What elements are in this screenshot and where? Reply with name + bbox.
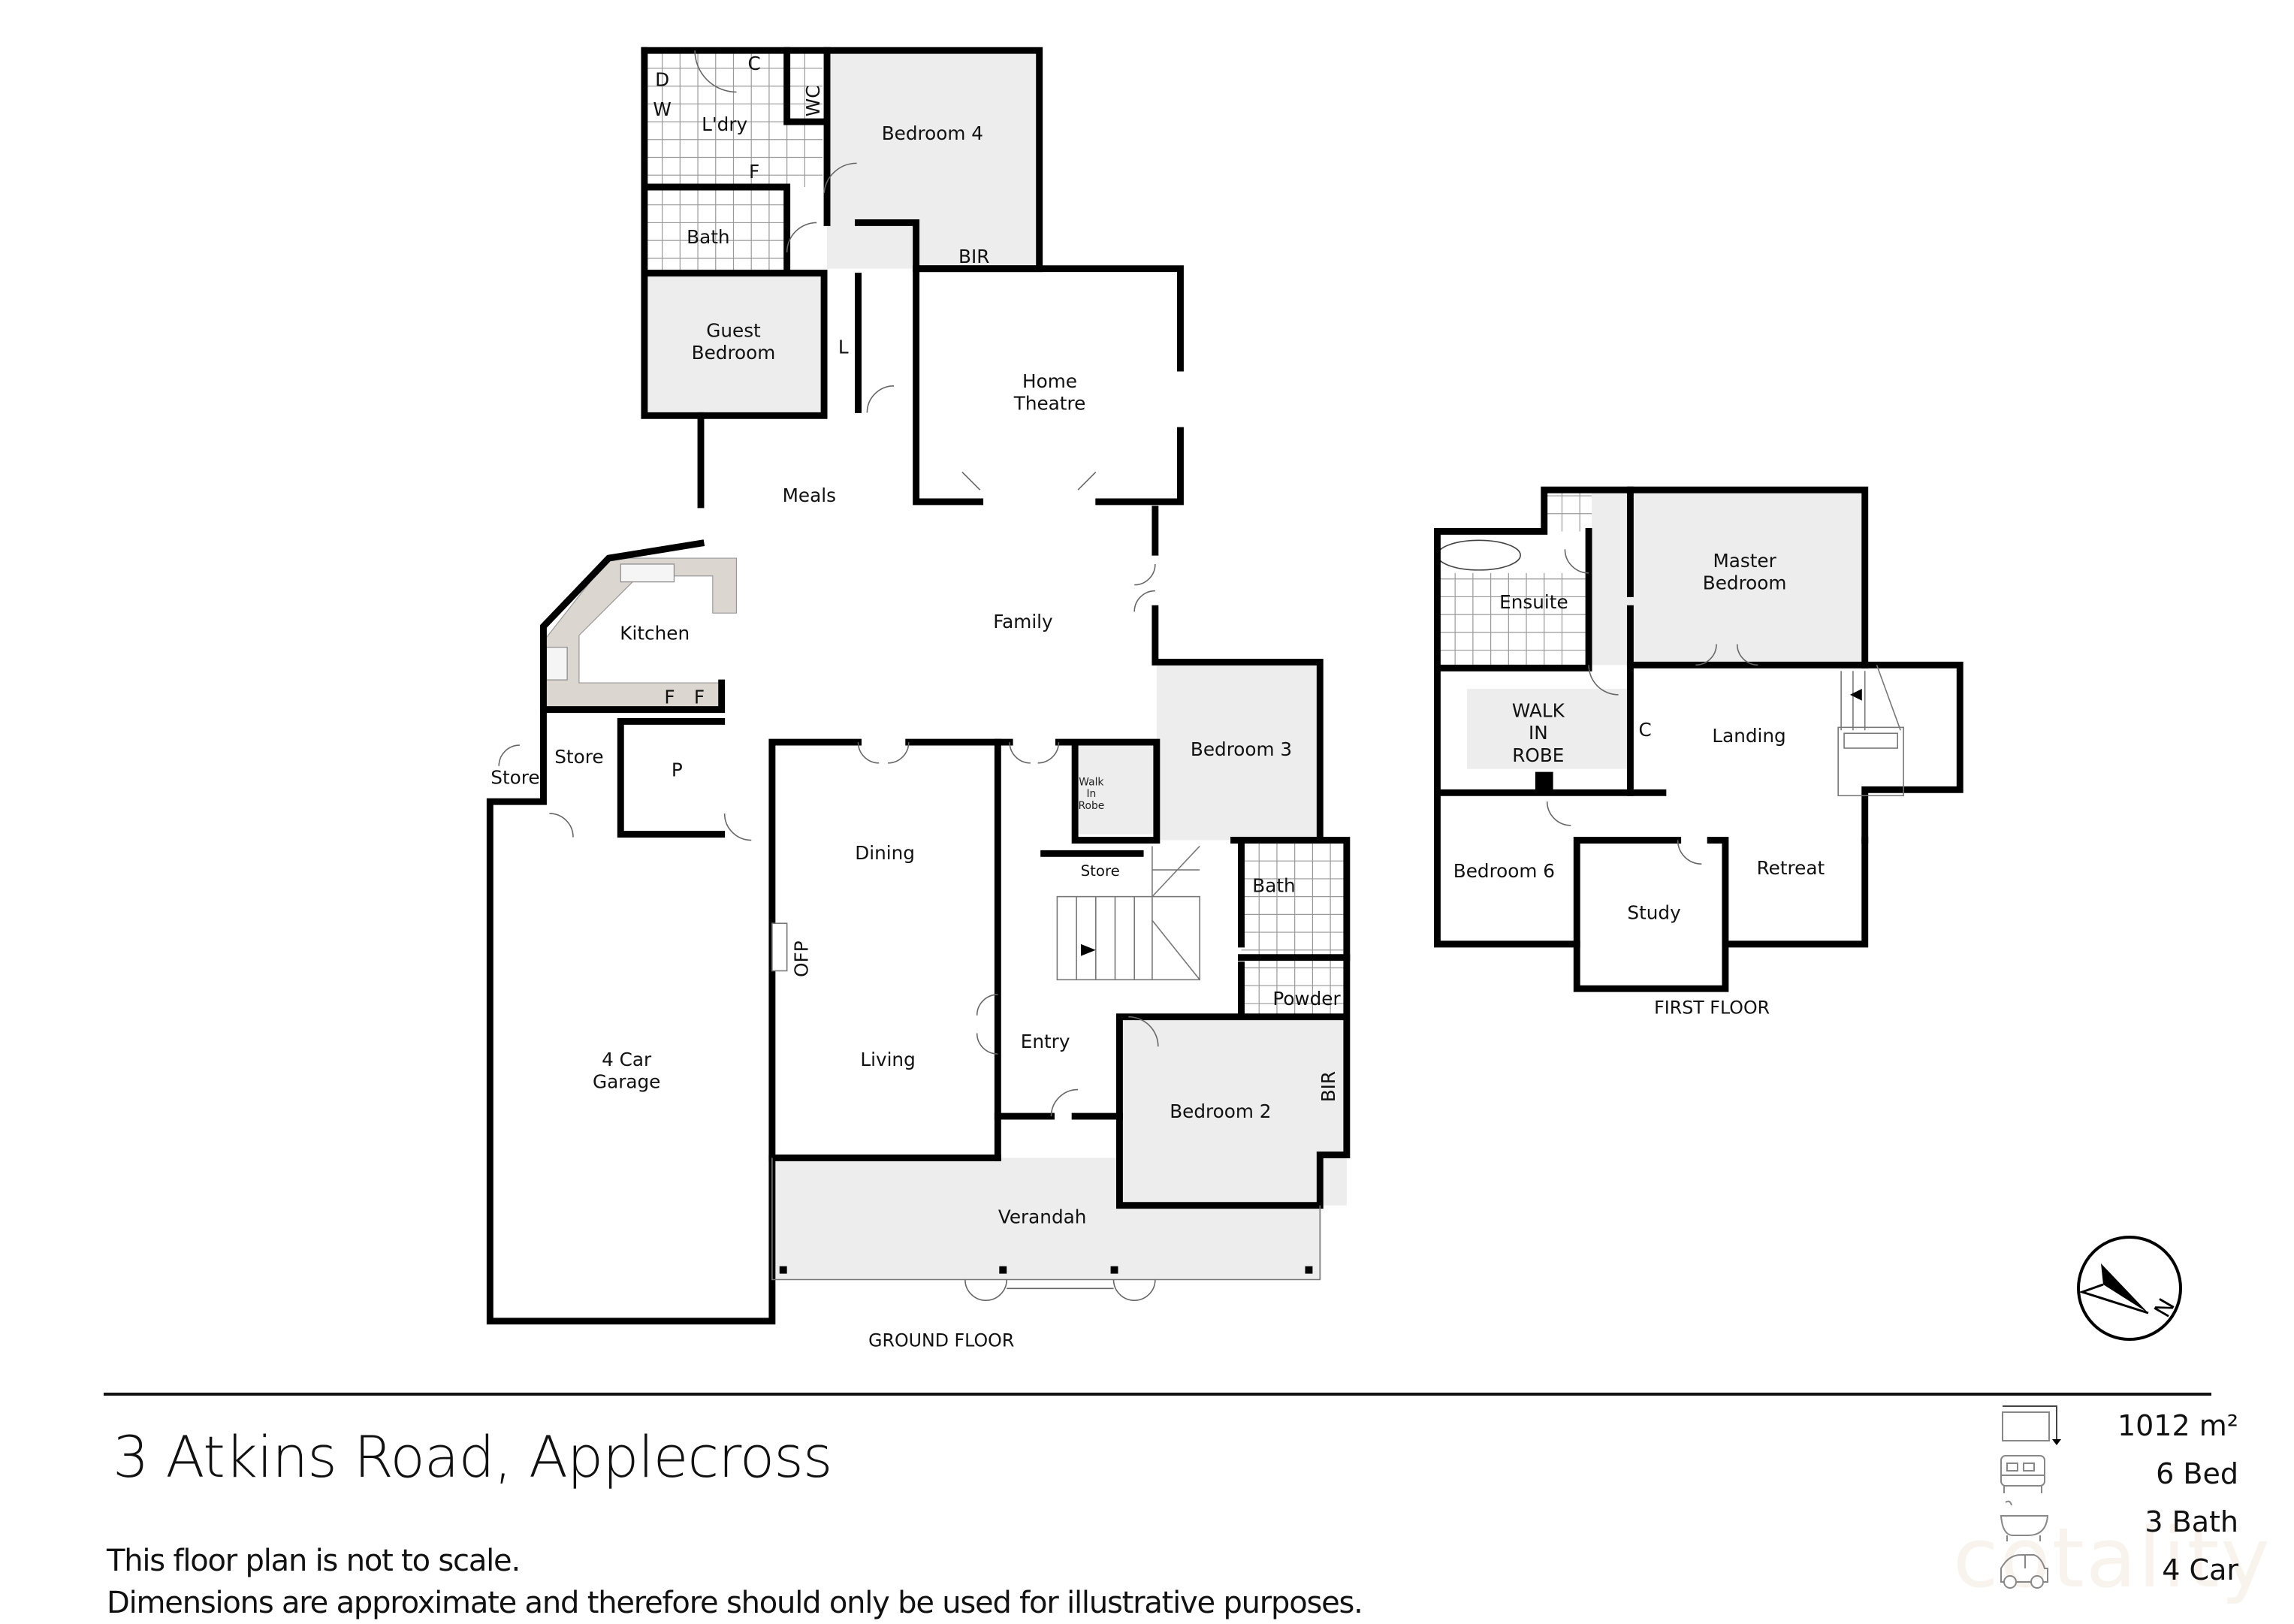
bedroom-4-bir-label: BIR: [958, 246, 989, 267]
bedroom-2-label: Bedroom 2: [1170, 1100, 1271, 1122]
disclaimer-line-2: Dimensions are approximate and therefore…: [107, 1586, 1363, 1620]
first-doors: [1546, 549, 1758, 865]
cars-value: 4 Car: [2162, 1553, 2238, 1586]
ground-doors: [498, 50, 1159, 1117]
disclaimer-line-1: This floor plan is not to scale.: [107, 1544, 521, 1578]
compass-n-label: N: [2150, 1294, 2181, 1322]
bedroom-6-label: Bedroom 6: [1453, 860, 1555, 882]
ground-labels: D W C L'dry F WC Bedroom 4 BIR Bath Gues…: [490, 53, 1341, 1351]
wir-label-2: In: [1086, 788, 1096, 800]
guest-bedroom-label-2: Bedroom: [692, 342, 776, 364]
staircase-first: [1837, 665, 1904, 797]
first-floor-label: FIRST FLOOR: [1654, 998, 1770, 1019]
stair-arrow-first-icon: [1849, 688, 1862, 701]
wir-first-label-2: IN: [1529, 722, 1548, 744]
fridge-label-2: F: [694, 687, 705, 708]
verandah-label: Verandah: [998, 1206, 1087, 1227]
ground-floor: D W C L'dry F WC Bedroom 4 BIR Bath Gues…: [486, 47, 1631, 1351]
master-bedroom-fill: [1592, 490, 1865, 666]
guest-bedroom-label-1: Guest: [706, 320, 761, 342]
verandah-outline: [771, 1158, 1321, 1281]
property-stats: 1012 m² 6 Bed 3 Bath 4 Car: [1998, 1403, 2268, 1595]
verandah-steps: [964, 1279, 1156, 1301]
home-theatre-label-2: Theatre: [1013, 392, 1086, 414]
bath-north-tiles: [644, 189, 787, 273]
store-small-label: Store: [490, 766, 539, 788]
bathtub-icon: [1436, 539, 1521, 571]
guest-bedroom-fill: [644, 276, 825, 416]
verandah-fill: [771, 1158, 1322, 1280]
cooktop-icon: [545, 647, 568, 681]
chimney-block: [1535, 771, 1553, 793]
cupboard-label: C: [748, 53, 761, 74]
first-labels: Ensuite Master Bedroom WALK IN ROBE C La…: [1453, 550, 1825, 1019]
sink-icon: [620, 563, 675, 583]
ofp-label: OFP: [790, 940, 812, 977]
meals-label: Meals: [783, 484, 836, 506]
linen-label: L: [838, 336, 849, 358]
bath-north-label: Bath: [687, 226, 729, 248]
study-label: Study: [1627, 901, 1680, 923]
ground-walls: [486, 47, 1351, 1325]
landing-label: Landing: [1712, 725, 1785, 747]
wir-label-1: Walk: [1079, 776, 1103, 788]
bath-icon: [2000, 1500, 2049, 1541]
laundry-label: L'dry: [702, 113, 747, 135]
stair-arrow-icon: [1081, 943, 1096, 956]
footer-divider: [104, 1393, 2211, 1396]
powder-label: Powder: [1272, 988, 1341, 1010]
baths-value: 3 Bath: [2145, 1505, 2238, 1538]
bedroom-4-fill: [827, 50, 1038, 269]
ensuite-label: Ensuite: [1499, 591, 1568, 613]
land-area-value: 1012 m²: [2117, 1409, 2238, 1442]
beds-value: 6 Bed: [2156, 1457, 2238, 1490]
bedroom-2-bir-label: BIR: [1318, 1071, 1339, 1102]
family-label: Family: [993, 611, 1052, 632]
property-address: 3 Atkins Road, Applecross: [113, 1423, 832, 1490]
stat-baths: 3 Bath: [1998, 1499, 2268, 1547]
stat-beds: 6 Bed: [1998, 1451, 2268, 1499]
bedroom-3-fill: [1156, 662, 1321, 841]
home-theatre-label-1: Home: [1022, 370, 1077, 392]
kitchen-label: Kitchen: [620, 623, 690, 644]
garage-label-1: 4 Car: [602, 1049, 652, 1070]
dryer-label: D: [655, 69, 669, 91]
dining-label: Dining: [855, 842, 915, 864]
cupboard-first-label: C: [1639, 719, 1652, 741]
retreat-label: Retreat: [1757, 857, 1825, 879]
wir-first-label-1: WALK: [1512, 700, 1565, 722]
bath-south-label: Bath: [1252, 875, 1295, 897]
bed-icon: [2000, 1455, 2045, 1493]
first-floor: Ensuite Master Bedroom WALK IN ROBE C La…: [1433, 486, 1963, 1019]
wir-label-3: Robe: [1079, 800, 1105, 812]
master-bedroom-label-1: Master: [1713, 550, 1776, 572]
car-icon: [2000, 1554, 2048, 1589]
walk-in-robe-fill: [1075, 742, 1157, 835]
master-bedroom-label-2: Bedroom: [1703, 572, 1787, 594]
entry-label: Entry: [1021, 1031, 1070, 1052]
pantry-label: P: [672, 759, 683, 781]
ground-floor-label: GROUND FLOOR: [868, 1330, 1014, 1351]
bedroom-4-label: Bedroom 4: [882, 122, 983, 144]
disclaimer: This floor plan is not to scale. Dimensi…: [107, 1540, 1363, 1624]
verandah-posts: [779, 1266, 1313, 1274]
bath-south-tiles: [1241, 843, 1345, 1016]
living-label: Living: [860, 1049, 915, 1070]
store-stair-label: Store: [1081, 862, 1120, 880]
fireplace-icon: [771, 922, 788, 972]
bedroom-3-label: Bedroom 3: [1191, 738, 1292, 760]
walk-in-robe-first-fill: [1466, 688, 1628, 769]
north-compass-icon: N: [2077, 1236, 2182, 1341]
stat-cars: 4 Car: [1998, 1547, 2268, 1595]
washer-label: W: [653, 98, 671, 120]
stat-land-area: 1012 m²: [1998, 1403, 2268, 1451]
fridge-label-1: F: [664, 687, 675, 708]
garage-label-2: Garage: [593, 1071, 660, 1093]
staircase-ground: [1056, 845, 1200, 981]
wir-first-label-3: ROBE: [1512, 744, 1564, 766]
wc-label: WC: [802, 86, 824, 117]
store-label: Store: [554, 746, 603, 768]
laundry-fridge-label: F: [749, 161, 759, 183]
land-area-icon: [2002, 1405, 2061, 1445]
